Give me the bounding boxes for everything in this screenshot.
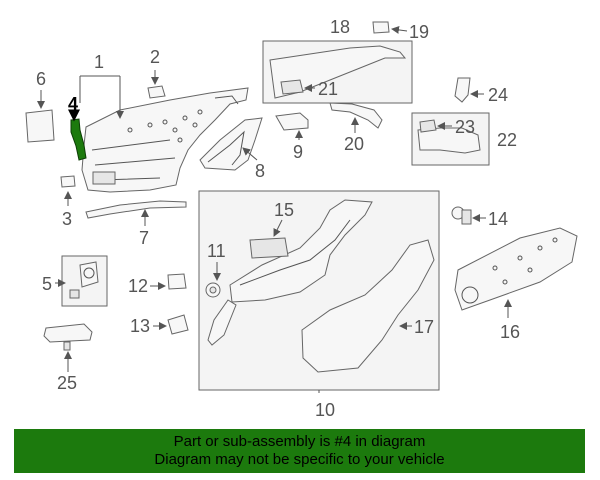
callout-14: 14 — [488, 209, 508, 229]
part-9 — [275, 112, 309, 131]
callout-22: 22 — [497, 130, 517, 150]
callout-7: 7 — [139, 228, 149, 248]
part-19-clip — [372, 21, 390, 34]
part-7-sill-trim — [85, 200, 187, 219]
part-16-panel — [454, 227, 578, 311]
part-6 — [25, 109, 55, 143]
part-24 — [454, 77, 471, 103]
part-3 — [60, 175, 76, 188]
callout-23: 23 — [455, 117, 475, 137]
part-20 — [329, 102, 383, 129]
callout-16: 16 — [500, 322, 520, 342]
leader-lines — [37, 25, 512, 393]
callout-4: 4 — [68, 94, 78, 114]
part-4-highlighted-strip — [70, 118, 87, 161]
callout-25: 25 — [57, 373, 77, 393]
part-5-speaker — [69, 261, 99, 299]
part-21-bracket — [280, 79, 304, 95]
part-14-grommet — [451, 206, 472, 225]
callout-6: 6 — [36, 69, 46, 89]
part-22-bracket — [417, 127, 481, 154]
callout-20: 20 — [344, 134, 364, 154]
callout-21: 21 — [318, 79, 338, 99]
part-23-clip — [419, 119, 437, 133]
callout-3: 3 — [62, 209, 72, 229]
banner-line-2: Diagram may not be specific to your vehi… — [154, 451, 445, 468]
part-17-liner — [301, 239, 435, 373]
part-2 — [147, 85, 166, 99]
callout-10: 10 — [315, 400, 335, 420]
info-banner: Part or sub-assembly is #4 in diagram Di… — [14, 429, 585, 473]
part-25-lamp — [43, 323, 93, 351]
part-15-bracket — [249, 237, 289, 259]
callout-12: 12 — [128, 276, 148, 296]
callout-2: 2 — [150, 47, 160, 67]
part-12 — [167, 273, 187, 290]
callout-9: 9 — [293, 142, 303, 162]
callout-13: 13 — [130, 316, 150, 336]
callout-1: 1 — [94, 52, 104, 72]
banner-line-1: Part or sub-assembly is #4 in diagram — [173, 433, 426, 450]
part-11-fastener — [205, 282, 221, 298]
callout-5: 5 — [42, 274, 52, 294]
callout-8: 8 — [255, 161, 265, 181]
callout-19: 19 — [409, 22, 429, 42]
parts-diagram: 1 2 3 4 5 6 7 8 9 10 11 12 13 14 15 16 1… — [25, 17, 578, 420]
part-13 — [167, 314, 189, 335]
part-8-detail — [207, 130, 245, 166]
part-10-inner-structure — [207, 199, 373, 346]
callout-18: 18 — [330, 17, 350, 37]
callout-11: 11 — [207, 241, 226, 261]
callout-15: 15 — [274, 200, 294, 220]
callout-24: 24 — [488, 85, 508, 105]
callout-17: 17 — [414, 317, 434, 337]
